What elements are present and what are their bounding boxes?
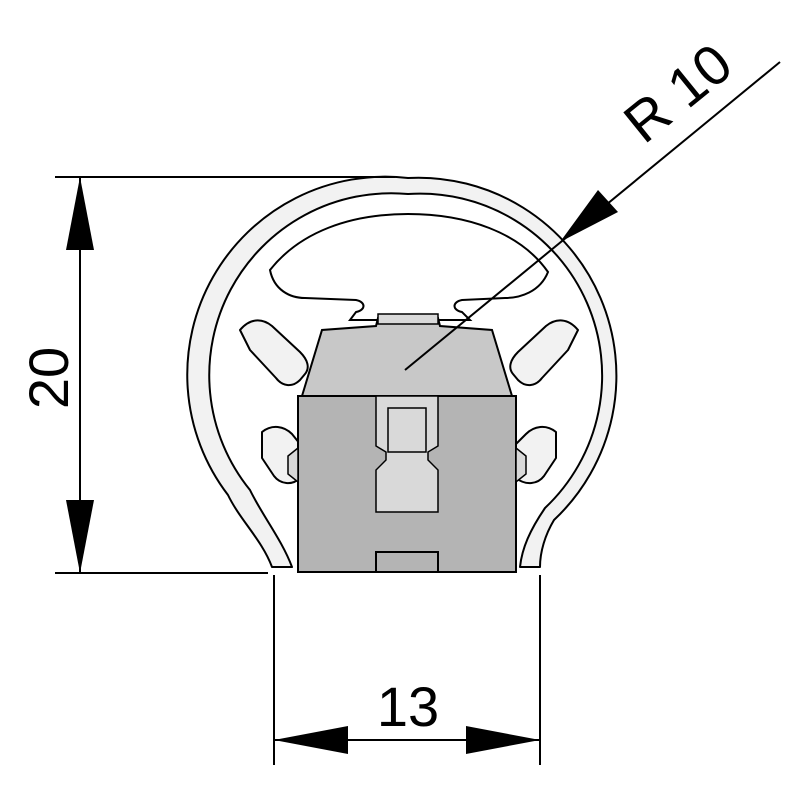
profile-right-wing (509, 319, 579, 386)
profile-outer-ring (186, 175, 618, 568)
height-dimension: 20 (17, 176, 395, 574)
insert-right-clip (515, 446, 527, 484)
insert-cap-top (377, 313, 439, 325)
insert-left-clip (287, 446, 299, 484)
width-arrow-right (466, 726, 540, 754)
insert-cap (300, 317, 514, 397)
width-dimension-label: 13 (377, 675, 439, 738)
profile-left-wing (239, 319, 309, 386)
insert-inner-slot (387, 407, 427, 453)
radius-dimension-label: R 10 (612, 31, 744, 154)
height-arrow-top (66, 177, 94, 250)
height-dimension-label: 20 (17, 347, 80, 409)
profile-upper-channel (268, 212, 550, 321)
width-arrow-left (274, 726, 348, 754)
radius-arrow (560, 190, 618, 242)
insert-bottom-notch (375, 551, 439, 573)
height-arrow-bottom (66, 500, 94, 573)
width-dimension: 13 (273, 575, 541, 765)
insert-block (287, 313, 527, 573)
